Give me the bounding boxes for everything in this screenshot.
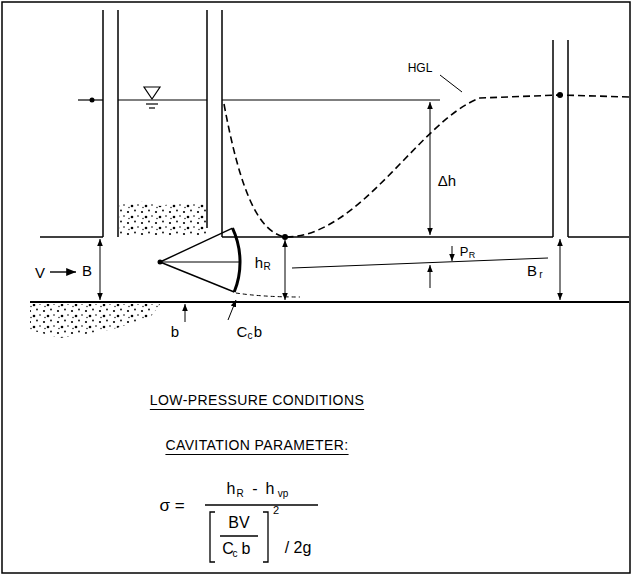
sediment	[30, 304, 160, 338]
formula-term: -	[252, 481, 257, 497]
leader-line	[440, 75, 462, 92]
dimensions	[50, 102, 560, 322]
dimension-label: h	[255, 255, 263, 270]
section-heading: LOW-PRESSURE CONDITIONS	[150, 393, 364, 407]
dimension-label: B	[82, 263, 92, 278]
dimension-line	[285, 240, 286, 300]
line-label: HGL	[408, 62, 433, 74]
dimension-label: C	[237, 324, 248, 339]
gate-arm	[160, 262, 240, 263]
conduit-floor	[30, 301, 629, 303]
gate-arm	[160, 228, 233, 262]
leader-line	[452, 246, 453, 261]
hgl-point	[557, 92, 563, 98]
formula-term: h	[266, 481, 275, 497]
conduit-roof	[568, 236, 629, 238]
extension-line	[222, 99, 440, 100]
bracket	[210, 512, 215, 562]
piezometer-wall	[552, 40, 554, 237]
gate-arm	[160, 262, 234, 292]
formula-term: / 2g	[285, 540, 312, 556]
bracket	[263, 512, 268, 562]
gate-skin-plate	[233, 228, 241, 292]
subscript: c	[248, 331, 253, 341]
conduit-roof	[40, 236, 103, 238]
subscript: R	[236, 489, 243, 499]
water-symbol	[149, 107, 155, 108]
shaft-wall	[102, 10, 104, 237]
radial-gate	[160, 228, 300, 297]
hgl-point	[282, 234, 288, 240]
hgl-curve	[224, 95, 629, 237]
subscript: r	[539, 270, 542, 280]
subscript: vp	[278, 489, 289, 499]
subscript: R	[263, 262, 270, 272]
subscript: c	[233, 549, 238, 559]
water-symbol	[146, 103, 158, 104]
fraction-bar	[205, 504, 318, 505]
formula-term: C	[222, 541, 234, 557]
water-line	[118, 99, 207, 100]
dimension-line	[430, 102, 431, 235]
dimension-line	[560, 239, 561, 300]
section-heading: CAVITATION PARAMETER:	[165, 438, 348, 452]
sediment	[119, 202, 206, 236]
subscript: R	[469, 251, 476, 260]
conduit-roof	[222, 236, 553, 238]
shaft-wall	[206, 10, 208, 228]
formula-term: b	[242, 541, 251, 557]
leader-line	[228, 300, 236, 320]
dimension-label: b	[254, 324, 262, 339]
water-surface	[78, 87, 440, 108]
dimension-line	[100, 239, 101, 300]
jet-line	[236, 293, 300, 297]
exponent: 2	[273, 505, 279, 516]
flow-arrow	[50, 271, 76, 272]
formula-term: BV	[228, 515, 249, 531]
fraction-bar	[220, 535, 258, 536]
dimension-label: P	[460, 245, 469, 258]
piezometer-wall	[567, 40, 569, 237]
gate-pivot	[158, 260, 163, 265]
water-symbol	[144, 87, 160, 99]
formula-term: h	[227, 481, 236, 497]
level-dot	[90, 98, 95, 103]
formula-term: σ =	[159, 497, 184, 514]
shaft-wall	[117, 10, 119, 237]
dimension-label: b	[171, 324, 179, 339]
dimension-label: Δh	[438, 173, 456, 188]
shaft-wall	[221, 10, 223, 237]
formula-lines	[205, 505, 318, 562]
leader-line	[185, 304, 186, 322]
dimension-label: B	[527, 263, 537, 278]
structure	[30, 10, 629, 302]
flow-label: V	[35, 265, 45, 280]
pressure-line	[292, 258, 548, 268]
leader-line	[430, 265, 431, 288]
